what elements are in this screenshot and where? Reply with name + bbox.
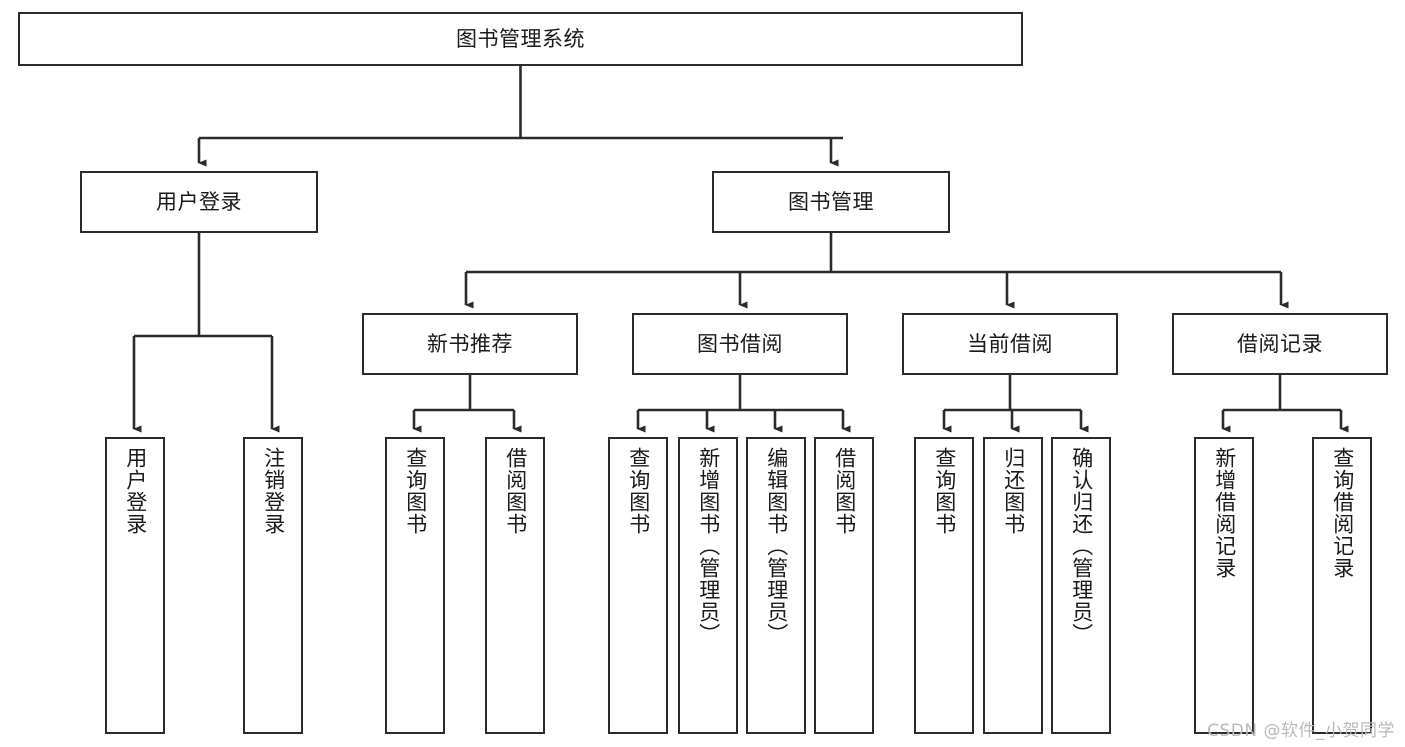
node-current-borrow-label: 当前借阅	[967, 331, 1053, 356]
node-leaf-query-borrow-record[interactable]: 查询借阅记录	[1312, 437, 1372, 734]
node-leaf-logout[interactable]: 注销登录	[243, 437, 303, 734]
node-borrow-records-label: 借阅记录	[1237, 331, 1323, 356]
node-leaf-borrow-book-recommend-label: 借阅图书	[503, 447, 528, 535]
node-new-book-recommend[interactable]: 新书推荐	[362, 313, 578, 375]
csdn-watermark: CSDN @软件_小贺同学	[1207, 721, 1395, 741]
node-book-management[interactable]: 图书管理	[712, 171, 950, 233]
node-user-login-label: 用户登录	[156, 189, 242, 214]
node-new-book-recommend-label: 新书推荐	[427, 331, 513, 356]
node-borrow-records[interactable]: 借阅记录	[1172, 313, 1388, 375]
node-leaf-confirm-return-admin[interactable]: 确认归还（管理员）	[1051, 437, 1111, 734]
node-leaf-query-book-current[interactable]: 查询图书	[914, 437, 974, 734]
node-leaf-add-book-admin-label: 新增图书（管理员）	[696, 447, 721, 645]
node-leaf-query-book-recommend[interactable]: 查询图书	[385, 437, 445, 734]
node-root[interactable]: 图书管理系统	[18, 12, 1023, 66]
node-leaf-query-book-borrow[interactable]: 查询图书	[608, 437, 668, 734]
node-leaf-user-login-label: 用户登录	[123, 447, 148, 535]
node-book-management-label: 图书管理	[788, 189, 874, 214]
node-leaf-query-book-current-label: 查询图书	[932, 447, 957, 535]
node-current-borrow[interactable]: 当前借阅	[902, 313, 1118, 375]
node-leaf-confirm-return-admin-label: 确认归还（管理员）	[1069, 447, 1094, 645]
node-leaf-query-book-borrow-label: 查询图书	[626, 447, 651, 535]
node-user-login[interactable]: 用户登录	[80, 171, 318, 233]
node-leaf-query-borrow-record-label: 查询借阅记录	[1330, 447, 1355, 579]
node-leaf-borrow-book[interactable]: 借阅图书	[814, 437, 874, 734]
node-root-label: 图书管理系统	[456, 26, 585, 51]
node-leaf-edit-book-admin[interactable]: 编辑图书（管理员）	[746, 437, 806, 734]
node-leaf-return-book-label: 归还图书	[1001, 447, 1026, 535]
node-leaf-edit-book-admin-label: 编辑图书（管理员）	[764, 447, 789, 645]
node-book-borrow[interactable]: 图书借阅	[632, 313, 848, 375]
node-leaf-borrow-book-recommend[interactable]: 借阅图书	[485, 437, 545, 734]
node-leaf-add-book-admin[interactable]: 新增图书（管理员）	[678, 437, 738, 734]
node-book-borrow-label: 图书借阅	[697, 331, 783, 356]
node-leaf-borrow-book-label: 借阅图书	[832, 447, 857, 535]
node-leaf-add-borrow-record-label: 新增借阅记录	[1212, 447, 1237, 579]
node-leaf-logout-label: 注销登录	[261, 447, 286, 535]
node-leaf-query-book-recommend-label: 查询图书	[403, 447, 428, 535]
node-leaf-add-borrow-record[interactable]: 新增借阅记录	[1194, 437, 1254, 734]
node-leaf-return-book[interactable]: 归还图书	[983, 437, 1043, 734]
node-leaf-user-login[interactable]: 用户登录	[105, 437, 165, 734]
